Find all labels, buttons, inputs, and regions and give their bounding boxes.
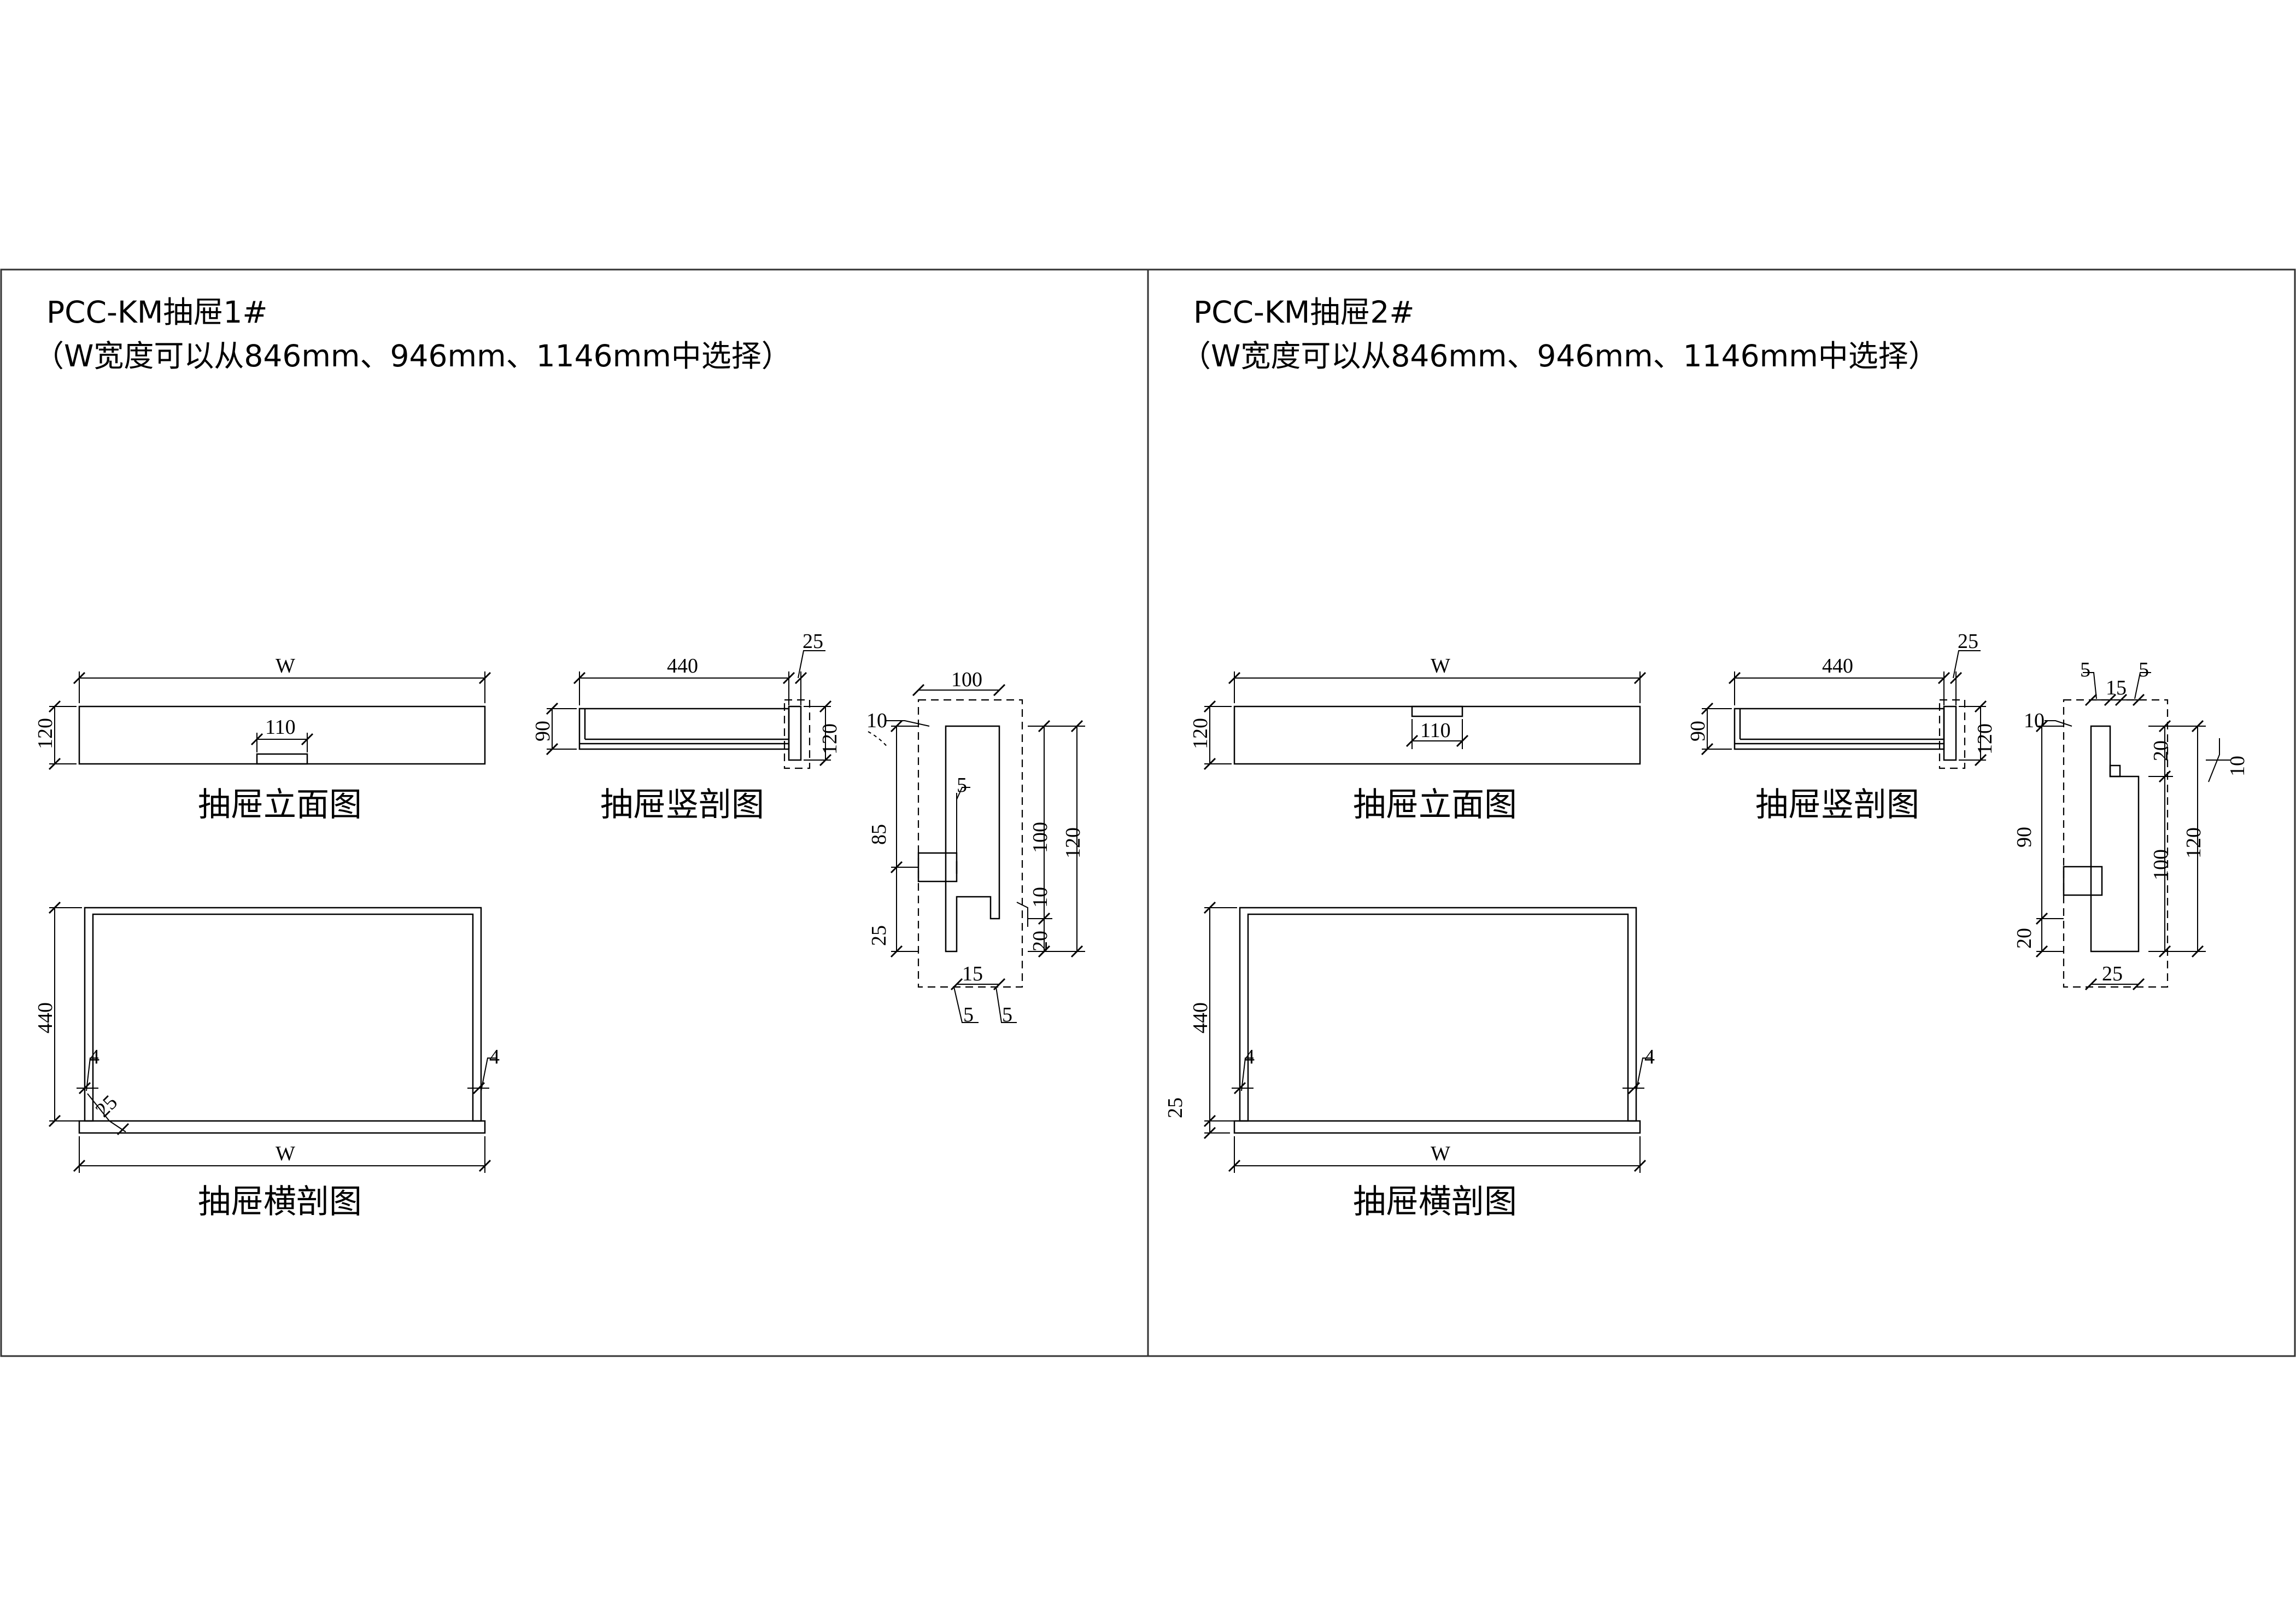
dim-detail-10: 10 <box>1029 887 1052 908</box>
dim-detail-10-right: 10 <box>2226 756 2249 776</box>
panel-1: PCC-KM抽屉1# （W宽度可以从846mm、946mm、1146mm中选择）… <box>34 295 1085 1221</box>
panel-title: PCC-KM抽屉1# <box>46 295 267 330</box>
dim-detail-top: 100 <box>951 668 982 691</box>
dim-detail-slot: 10 <box>866 709 887 732</box>
caption-vertical-section: 抽屉竖剖图 <box>1755 786 1919 824</box>
dim-detail-slot: 10 <box>2024 709 2045 732</box>
dim-detail-25: 25 <box>2102 962 2123 985</box>
dim-hsec-depth: 440 <box>1189 1002 1212 1033</box>
dim-side-height: 90 <box>531 721 554 741</box>
dim-elevation-height: 120 <box>1189 718 1212 749</box>
dim-detail-100: 100 <box>1029 822 1052 853</box>
dim-elevation-width: W <box>276 655 295 677</box>
dim-elevation-width: W <box>1431 655 1450 677</box>
dim-front-height: 120 <box>818 723 841 755</box>
dim-front-height: 120 <box>1973 723 1996 755</box>
dim-front-hsec: 25 <box>1164 1097 1187 1118</box>
drawer-vertical-section: 440 25 90 120 抽屉竖剖图 <box>531 630 889 824</box>
drawer-vertical-section: 440 25 90 120 抽屉竖剖图 <box>1686 630 1996 824</box>
dim-detail-120: 120 <box>2182 827 2205 858</box>
dim-wall-left: 4 <box>1244 1045 1255 1068</box>
dim-detail-100: 100 <box>2149 849 2172 880</box>
dim-handle-width: 110 <box>1420 719 1451 742</box>
dim-depth: 440 <box>667 655 698 677</box>
panel-2: PCC-KM抽屉2# （W宽度可以从846mm、946mm、1146mm中选择）… <box>1164 295 2249 1221</box>
dim-detail-120: 120 <box>1062 827 1085 858</box>
dim-detail-85: 85 <box>868 824 891 845</box>
dim-front-thickness: 25 <box>803 630 823 653</box>
dim-detail-15: 15 <box>962 962 983 985</box>
dim-detail-20-bottom: 20 <box>2013 928 2036 949</box>
drawer-elevation: W 120 110 抽屉立面图 <box>34 655 491 824</box>
dim-hsec-width: W <box>276 1142 295 1165</box>
panel-frame-1 <box>0 268 1149 1357</box>
dim-elevation-height: 120 <box>34 718 57 749</box>
caption-horizontal-section: 抽屉横剖图 <box>198 1183 362 1221</box>
dim-detail-20: 20 <box>1029 931 1052 951</box>
dim-depth: 440 <box>1822 655 1853 677</box>
dim-front-thickness: 25 <box>1958 630 1978 653</box>
dim-wall-right: 4 <box>1644 1045 1655 1068</box>
caption-horizontal-section: 抽屉横剖图 <box>1353 1183 1517 1221</box>
front-panel-detail: 5 15 5 10 90 20 20 100 <box>2013 658 2249 991</box>
panel-subtitle: （W宽度可以从846mm、946mm、1146mm中选择） <box>1181 338 1938 373</box>
dim-front-hsec: 25 <box>91 1091 122 1122</box>
dim-detail-5a: 5 <box>2080 658 2090 681</box>
drawer-horizontal-section: 440 4 4 25 W 抽屉横剖图 <box>34 901 500 1221</box>
panel-title: PCC-KM抽屉2# <box>1193 295 1414 330</box>
caption-vertical-section: 抽屉竖剖图 <box>600 786 764 824</box>
dim-detail-5b: 5 <box>2139 658 2149 681</box>
caption-elevation: 抽屉立面图 <box>1353 786 1517 824</box>
panel-subtitle: （W宽度可以从846mm、946mm、1146mm中选择） <box>34 338 792 373</box>
dim-hsec-width: W <box>1431 1142 1450 1165</box>
drawer-horizontal-section: 440 25 4 4 W 抽屉横剖图 <box>1164 901 1655 1221</box>
drawer-elevation: W 120 110 抽屉立面图 <box>1189 655 1647 824</box>
panel-frame-2 <box>1147 268 2296 1357</box>
dim-wall-left: 4 <box>89 1045 99 1068</box>
dim-detail-5: 5 <box>957 774 967 797</box>
dim-detail-20-top: 20 <box>2149 740 2172 761</box>
front-panel-detail: 100 10 85 25 5 100 120 <box>866 668 1085 1026</box>
dim-wall-right: 4 <box>489 1045 500 1068</box>
caption-elevation: 抽屉立面图 <box>198 786 362 824</box>
dim-side-height: 90 <box>1686 721 1709 741</box>
dim-detail-25: 25 <box>868 925 891 946</box>
dim-detail-90: 90 <box>2013 827 2036 848</box>
dim-detail-5a: 5 <box>963 1003 974 1026</box>
dim-hsec-depth: 440 <box>34 1002 57 1033</box>
dim-detail-5b: 5 <box>1002 1003 1012 1026</box>
dim-detail-15: 15 <box>2106 676 2127 699</box>
dim-handle-width: 110 <box>265 716 296 739</box>
